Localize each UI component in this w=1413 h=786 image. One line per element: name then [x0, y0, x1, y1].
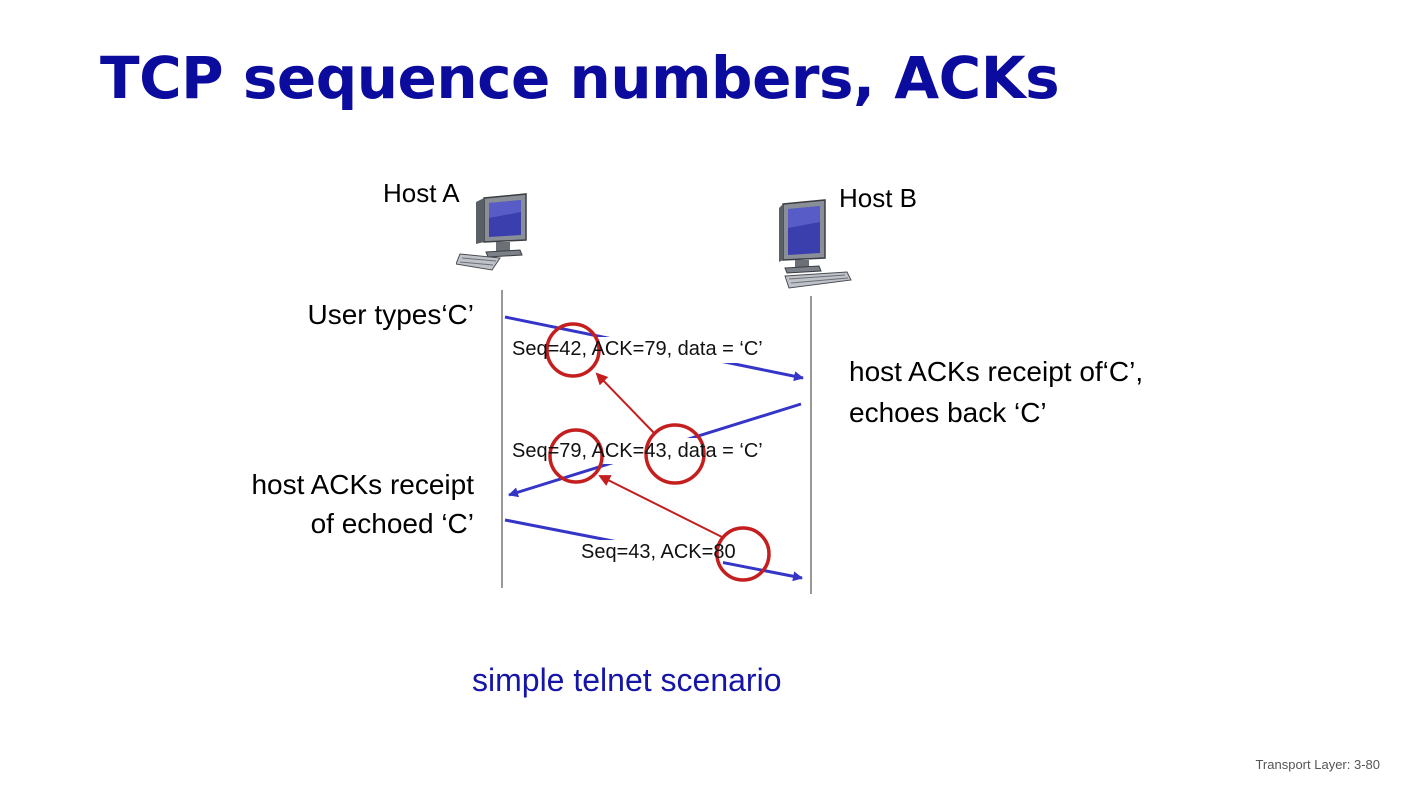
- slide-footer: Transport Layer: 3-80: [1255, 757, 1380, 772]
- highlight-circle-ack43: [644, 423, 706, 485]
- highlight-circle-seq42: [545, 322, 601, 378]
- host-a-ack-line-1: host ACKs receipt: [251, 469, 474, 500]
- host-a-label: Host A: [383, 178, 460, 208]
- diagram-caption: simple telnet scenario: [472, 662, 782, 698]
- message-label-bg-1: [512, 337, 798, 363]
- host-a-computer-icon: [456, 193, 527, 271]
- slide-title: TCP sequence numbers, ACKs: [100, 44, 1060, 112]
- message-label-3: Seq=43, ACK=80: [581, 541, 736, 563]
- user-types-label: User types‘C’: [307, 299, 474, 330]
- host-b-computer-icon: [779, 199, 852, 289]
- host-b-ack-line-2: echoes back ‘C’: [849, 397, 1047, 428]
- message-label-bg-2: [512, 438, 798, 464]
- host-b-ack-line-1: host ACKs receipt of‘C’,: [849, 356, 1144, 387]
- highlight-circle-ack80: [715, 526, 771, 582]
- highlight-circle-seq79: [548, 428, 604, 484]
- highlight-arrow-ack80-to-seq79: [598, 475, 723, 538]
- message-label-1: Seq=42, ACK=79, data = ‘C’: [512, 338, 763, 360]
- host-b-label: Host B: [839, 183, 918, 213]
- message-label-2: Seq=79, ACK=43, data = ‘C’: [512, 440, 763, 462]
- message-label-bg-3: [581, 540, 723, 566]
- host-a-ack-line-2: of echoed ‘C’: [310, 508, 474, 539]
- highlight-arrow-ack43-to-seq42: [595, 372, 656, 435]
